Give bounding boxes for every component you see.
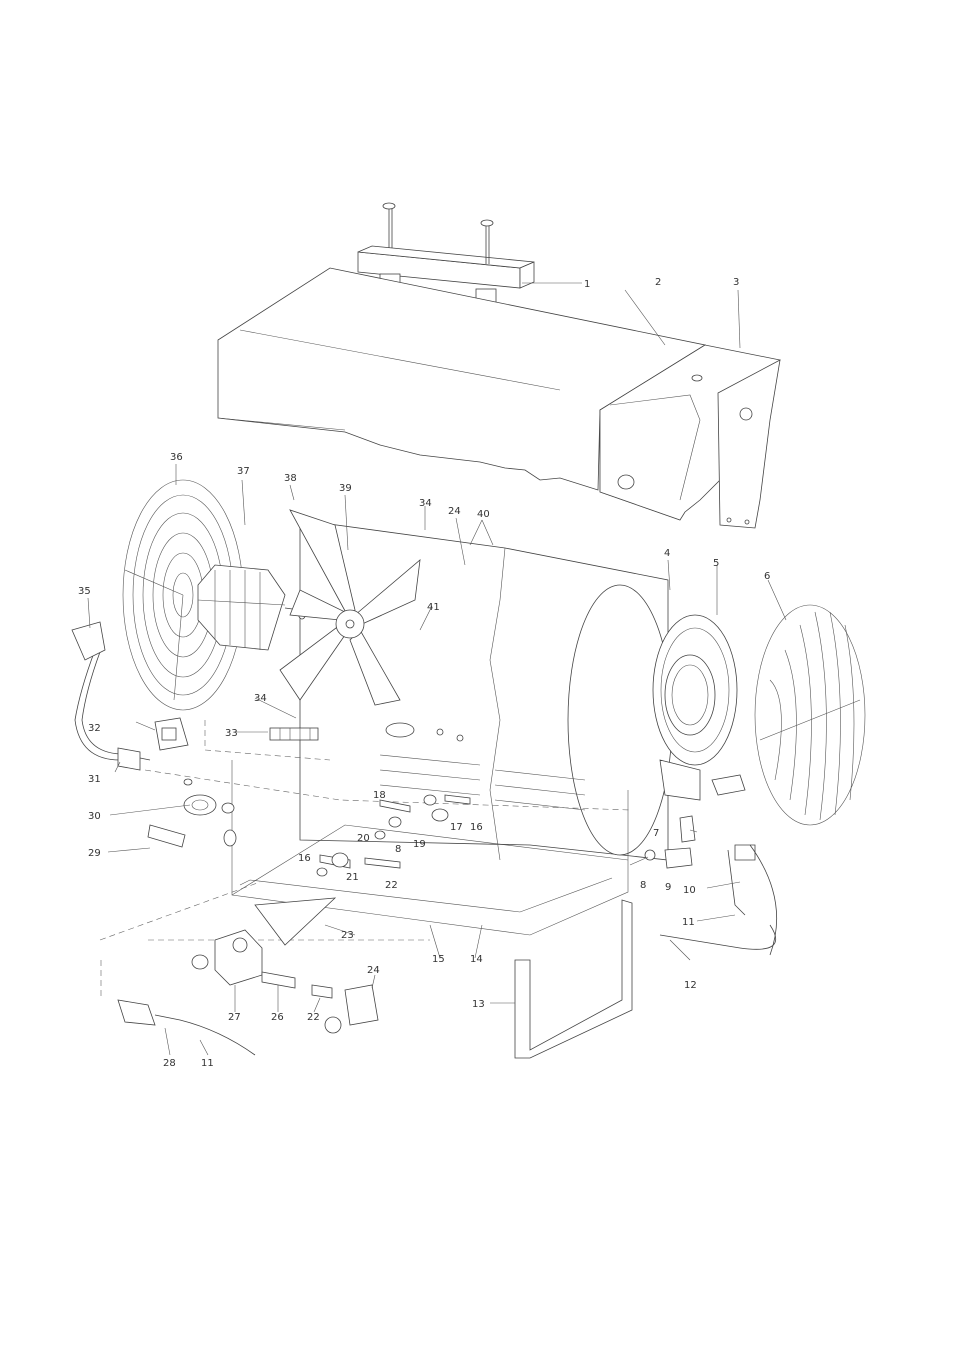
callout-11b: 11: [201, 1058, 214, 1069]
front-grill: [754, 604, 866, 826]
louvers: [379, 754, 586, 811]
callout-27: 27: [228, 1012, 241, 1023]
power-cable: [71, 621, 151, 771]
switch: [154, 717, 189, 751]
callout-14: 14: [470, 954, 483, 965]
fittings-left: [147, 778, 237, 848]
callout-28: 28: [163, 1058, 176, 1069]
callout-31: 31: [88, 774, 101, 785]
callout-7: 7: [653, 828, 659, 839]
callout-10: 10: [683, 885, 696, 896]
callout-35: 35: [78, 586, 91, 597]
callout-16b: 16: [470, 822, 483, 833]
motor: [197, 564, 307, 651]
callout-34b: 34: [254, 693, 267, 704]
callout-8b: 8: [640, 880, 646, 891]
callout-11a: 11: [682, 917, 695, 928]
callout-24a: 24: [448, 506, 461, 517]
bottom-plate: [254, 897, 337, 946]
callout-22a: 22: [385, 880, 398, 891]
callout-9: 9: [665, 882, 671, 893]
callout-8a: 8: [395, 844, 401, 855]
callout-26: 26: [271, 1012, 284, 1023]
callout-19: 19: [413, 839, 426, 850]
callout-33: 33: [225, 728, 238, 739]
burner-head: [652, 614, 738, 801]
callout-32: 32: [88, 723, 101, 734]
callout-16a: 16: [298, 853, 311, 864]
callout-12: 12: [684, 980, 697, 991]
callout-24b: 24: [367, 965, 380, 976]
pipework: [316, 794, 471, 877]
callout-34a: 34: [419, 498, 432, 509]
leader-lines: [87, 282, 787, 1056]
callout-40: 40: [477, 509, 490, 520]
side-bracket: [599, 344, 781, 529]
callout-18: 18: [373, 790, 386, 801]
callout-2: 2: [655, 277, 661, 288]
callout-3: 3: [733, 277, 739, 288]
callout-36: 36: [170, 452, 183, 463]
ignition-parts: [644, 774, 778, 956]
terminal-block: [269, 727, 319, 741]
callout-22b: 22: [307, 1012, 320, 1023]
callout-5: 5: [713, 558, 719, 569]
callout-30: 30: [88, 811, 101, 822]
callout-13: 13: [472, 999, 485, 1010]
callout-17: 17: [450, 822, 463, 833]
callout-41: 41: [427, 602, 440, 613]
callout-37: 37: [237, 466, 250, 477]
callout-labels: 1 2 3 4 5 6 7 8 8 9 10 11 11 12 13 14 15…: [78, 277, 770, 1069]
stand: [514, 899, 633, 1059]
callout-1: 1: [584, 279, 590, 290]
callout-21: 21: [346, 872, 359, 883]
valve-assembly: [117, 929, 379, 1056]
callout-39: 39: [339, 483, 352, 494]
callout-20: 20: [357, 833, 370, 844]
callout-15: 15: [432, 954, 445, 965]
callout-23: 23: [341, 930, 354, 941]
callout-38: 38: [284, 473, 297, 484]
main-body: [299, 519, 673, 861]
callout-4: 4: [664, 548, 670, 559]
callout-6: 6: [764, 571, 770, 582]
callout-29: 29: [88, 848, 101, 859]
fan-blade: [279, 509, 421, 706]
